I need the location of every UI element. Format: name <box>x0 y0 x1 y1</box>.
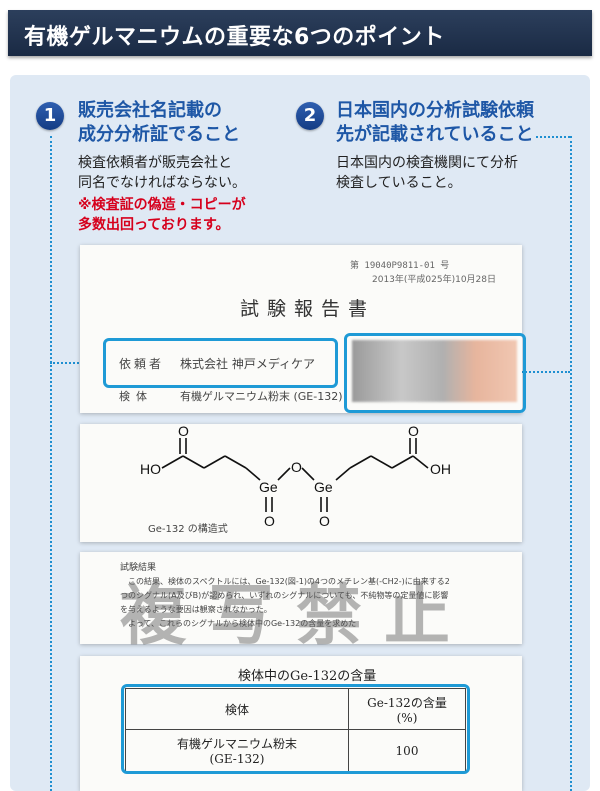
results-sheet <box>80 552 522 644</box>
point-1-title-line-2: 成分分析証でること <box>78 124 240 145</box>
connector-left-vertical <box>50 136 52 791</box>
point-1-body-line-2: 同名でなければならない。 <box>78 175 246 191</box>
blurred-seal-image <box>352 340 517 402</box>
connector-left-horizontal <box>50 362 106 364</box>
table-header-content: Ge-132の含量(%) <box>348 688 466 730</box>
results-heading: 試験結果 <box>120 563 157 573</box>
results-line-1: この結果、検体のスペクトルには、Ge-132(図-1)の4つのメチレン基(-CH… <box>128 577 450 586</box>
header-bar: 有機ゲルマニウムの重要な6つのポイント <box>8 10 592 56</box>
point-1-body-line-1: 検査依頼者が販売会社と <box>78 155 232 171</box>
germanium-right-label: Ge <box>314 479 333 495</box>
client-label: 依頼者 <box>119 357 165 371</box>
sample-value: 有機ゲルマニウム粉末 (GE-132) <box>180 390 343 403</box>
table-cell-sample-code: (GE-132) <box>209 752 265 766</box>
results-line-3: を与えるような要因は観察されなかった。 <box>120 605 272 614</box>
connector-right-top <box>536 136 570 138</box>
point-2-body-line-1: 日本国内の検査機関にて分析 <box>336 155 518 171</box>
client-highlight-box <box>103 338 338 388</box>
results-line-2: つのシグナル(A及びB)が認められ、いずれのシグナルについても、不純物等の定量値… <box>120 591 449 600</box>
certificate-title: 試験報告書 <box>240 298 376 320</box>
point-2-title-line-2: 先が記載されていること <box>336 124 534 145</box>
sample-label: 検体 <box>119 390 153 403</box>
table-cell-sample: 有機ゲルマニウム粉末(GE-132) <box>125 729 349 772</box>
ge-oxygen-left: O <box>264 513 275 529</box>
point-1-warning-line-2: 多数出回っております。 <box>78 217 230 233</box>
carbonyl-oxygen-left: O <box>178 424 189 439</box>
seal-highlight-box <box>344 333 526 413</box>
germanium-left-label: Ge <box>259 479 278 495</box>
content-table: 検体 Ge-132の含量(%) 有機ゲルマニウム粉末(GE-132) 100 <box>125 688 466 772</box>
point-2-badge: 2 <box>296 102 324 130</box>
ge132-structure-diagram: O O HO OH Ge Ge O O O <box>140 424 451 529</box>
point-2-body-line-2: 検査していること。 <box>336 175 462 191</box>
carbonyl-oxygen-right: O <box>408 424 419 439</box>
hydroxyl-left-label: HO <box>140 461 161 477</box>
point-1-badge: 1 <box>36 102 64 130</box>
table-cell-sample-name: 有機ゲルマニウム粉末 <box>176 737 297 751</box>
client-value: 株式会社 神戸メディケア <box>180 357 315 371</box>
table-header-content-label: Ge-132の含量 <box>367 695 447 710</box>
header: 有機ゲルマニウムの重要な6つのポイント <box>0 0 600 64</box>
structure-sheet <box>80 424 522 542</box>
point-2-title-line-1: 日本国内の分析試験依頼 <box>336 100 534 121</box>
structure-caption: Ge-132 の構造式 <box>148 524 228 535</box>
point-1-warning-line-1: ※検査証の偽造・コピーが <box>78 197 246 213</box>
document-date: 2013年(平成025年)10月28日 <box>372 275 497 285</box>
page-title: 有機ゲルマニウムの重要な6つのポイント <box>24 25 445 50</box>
results-line-4: よって、これらのシグナルから検体中のGe-132の含量を求めた <box>128 619 357 628</box>
document-number: 第 19040P9811-01 号 <box>350 261 450 271</box>
ge-oxygen-right: O <box>319 513 330 529</box>
content-table-highlight-box <box>121 684 470 774</box>
table-header-unit: (%) <box>396 710 418 725</box>
hydroxyl-right-label: OH <box>430 461 451 477</box>
bridge-oxygen-label: O <box>291 459 302 475</box>
content-table-title: 検体中のGe-132の含量 <box>238 669 377 684</box>
connector-right-vertical <box>570 136 572 791</box>
copy-prohibited-watermark: 複写禁止 <box>120 577 472 654</box>
connector-right-horizontal <box>522 371 570 373</box>
point-1-title-line-1: 販売会社名記載の <box>78 100 222 121</box>
